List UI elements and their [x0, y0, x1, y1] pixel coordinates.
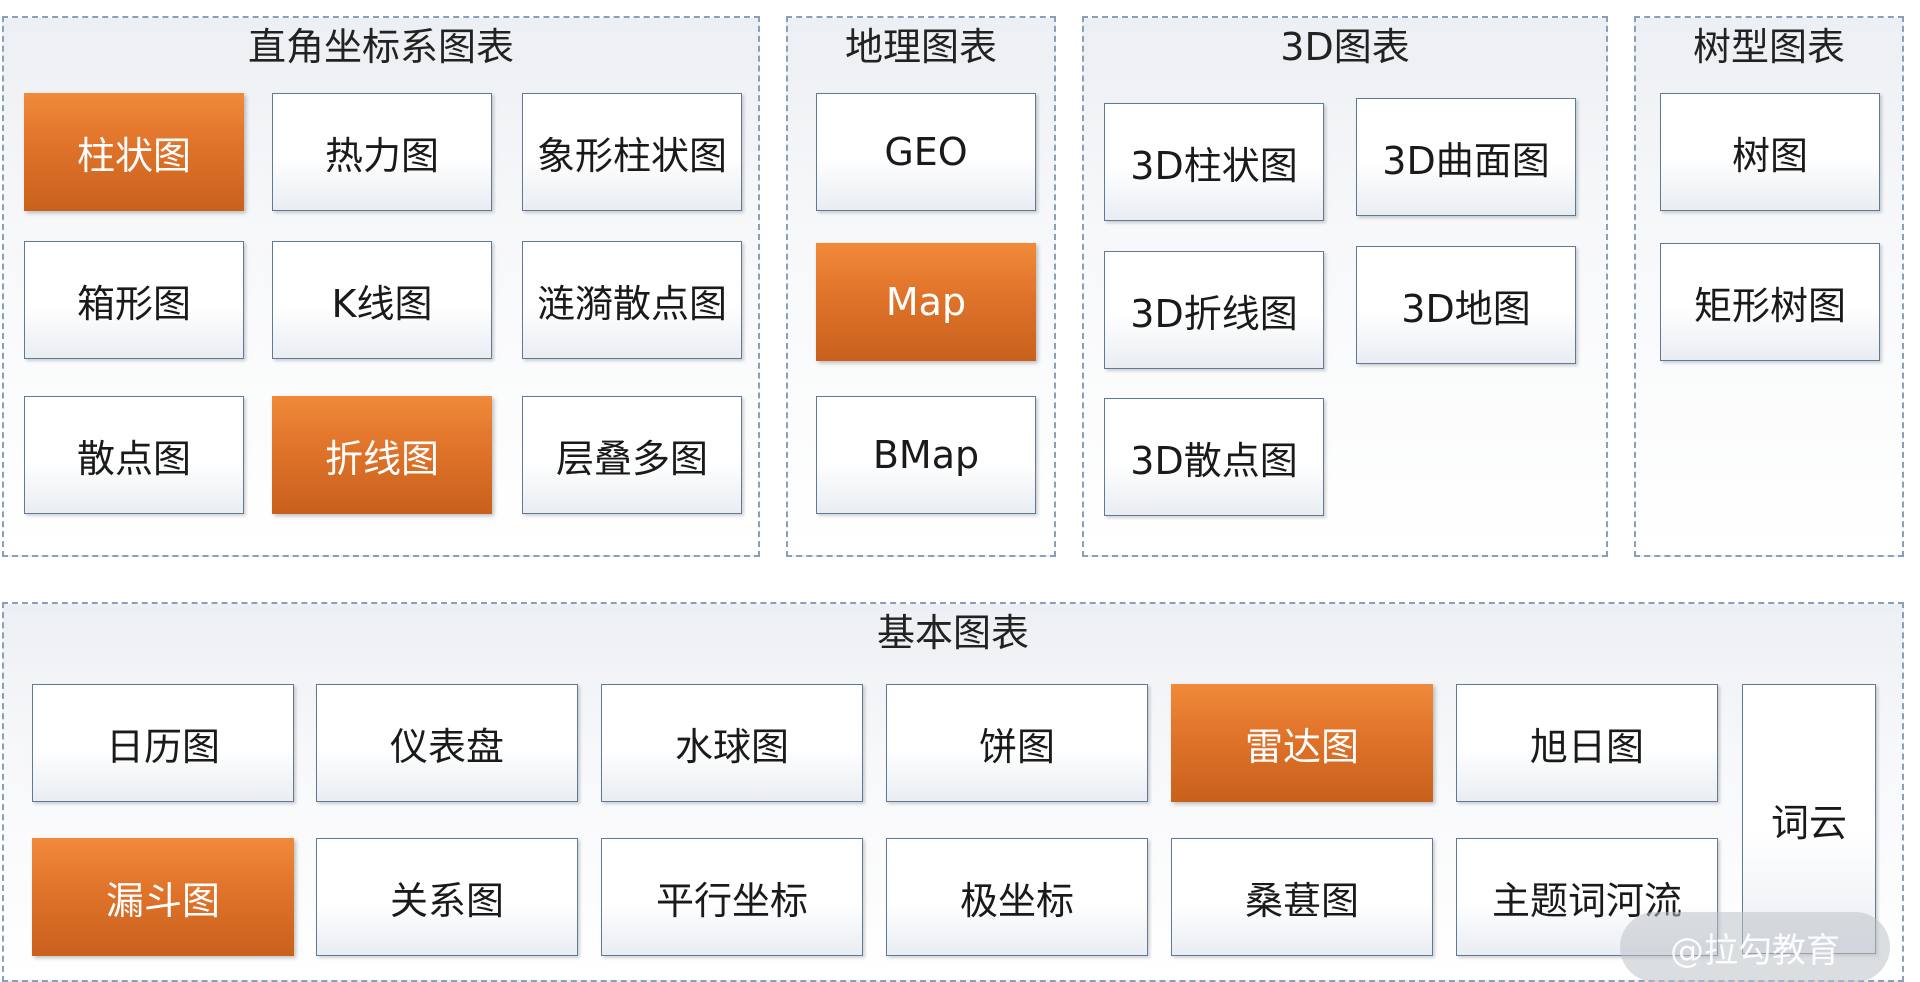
- item-label: 极坐标: [959, 878, 1074, 923]
- item-label: 象形柱状图: [536, 133, 727, 178]
- group-title-basic: 基本图表: [876, 611, 1029, 655]
- item-sunburst[interactable]: 旭日图: [1456, 684, 1718, 802]
- item-pie[interactable]: 饼图: [886, 684, 1148, 802]
- item-label: 仪表盘: [389, 724, 504, 769]
- watermark: @拉勾教育: [1620, 912, 1890, 982]
- item-label: GEO: [884, 130, 968, 174]
- item-label: 树图: [1731, 133, 1808, 178]
- item-label: BMap: [872, 433, 980, 477]
- group-title-geo: 地理图表: [844, 25, 997, 69]
- group-tree: 树型图表 树图 矩形树图: [1634, 16, 1904, 557]
- item-gauge[interactable]: 仪表盘: [316, 684, 578, 802]
- item-graph[interactable]: 关系图: [316, 838, 578, 956]
- group-title-3d: 3D图表: [1280, 25, 1410, 69]
- item-calendar[interactable]: 日历图: [32, 684, 294, 802]
- item-treemap[interactable]: 矩形树图: [1660, 243, 1880, 361]
- item-geo[interactable]: GEO: [816, 93, 1036, 211]
- group-basic: 基本图表 日历图 仪表盘 水球图 饼图 雷达图 旭日图 词云 漏斗图 关系图 平…: [2, 602, 1904, 982]
- item-label: 柱状图: [76, 133, 191, 178]
- item-label: 旭日图: [1529, 724, 1644, 769]
- item-effect-scatter[interactable]: 涟漪散点图: [522, 241, 742, 359]
- item-boxplot[interactable]: 箱形图: [24, 241, 244, 359]
- item-tree[interactable]: 树图: [1660, 93, 1880, 211]
- item-label: 涟漪散点图: [536, 281, 727, 326]
- item-bar3d[interactable]: 3D柱状图: [1104, 103, 1324, 221]
- item-label: Map: [885, 280, 967, 324]
- item-label: 3D曲面图: [1382, 138, 1550, 183]
- item-label: 热力图: [324, 133, 439, 178]
- item-label: 3D柱状图: [1130, 143, 1298, 188]
- item-parallel[interactable]: 平行坐标: [601, 838, 863, 956]
- item-label: 词云: [1770, 800, 1847, 845]
- item-scatter[interactable]: 散点图: [24, 396, 244, 514]
- item-label: 矩形树图: [1693, 283, 1846, 328]
- item-overlap[interactable]: 层叠多图: [522, 396, 742, 514]
- item-sankey[interactable]: 桑葚图: [1171, 838, 1433, 956]
- item-label: K线图: [331, 281, 433, 326]
- item-bmap[interactable]: BMap: [816, 396, 1036, 514]
- item-line3d[interactable]: 3D折线图: [1104, 251, 1324, 369]
- item-polar[interactable]: 极坐标: [886, 838, 1148, 956]
- item-candlestick[interactable]: K线图: [272, 241, 492, 359]
- item-label: 漏斗图: [105, 878, 220, 923]
- item-label: 折线图: [324, 436, 439, 481]
- group-3d: 3D图表 3D柱状图 3D曲面图 3D折线图 3D地图 3D散点图: [1082, 16, 1608, 557]
- item-label: 饼图: [978, 724, 1055, 769]
- item-label: 日历图: [105, 724, 220, 769]
- item-label: 箱形图: [76, 281, 191, 326]
- item-scatter3d[interactable]: 3D散点图: [1104, 398, 1324, 516]
- item-label: 3D散点图: [1130, 438, 1298, 483]
- item-label: 层叠多图: [555, 436, 708, 481]
- item-bar[interactable]: 柱状图: [24, 93, 244, 211]
- group-cartesian: 直角坐标系图表 柱状图 热力图 象形柱状图 箱形图 K线图 涟漪散点图 散点图 …: [2, 16, 760, 557]
- item-label: 平行坐标: [655, 878, 808, 923]
- item-liquidfill[interactable]: 水球图: [601, 684, 863, 802]
- item-line[interactable]: 折线图: [272, 396, 492, 514]
- item-label: 桑葚图: [1244, 878, 1359, 923]
- item-label: 3D折线图: [1130, 291, 1298, 336]
- item-label: 关系图: [389, 878, 504, 923]
- item-funnel[interactable]: 漏斗图: [32, 838, 294, 956]
- item-surface3d[interactable]: 3D曲面图: [1356, 98, 1576, 216]
- item-label: 水球图: [674, 724, 789, 769]
- item-label: 3D地图: [1401, 286, 1531, 331]
- item-pictorial-bar[interactable]: 象形柱状图: [522, 93, 742, 211]
- item-radar[interactable]: 雷达图: [1171, 684, 1433, 802]
- item-map[interactable]: Map: [816, 243, 1036, 361]
- group-title-tree: 树型图表: [1692, 25, 1845, 69]
- item-label: 雷达图: [1244, 724, 1359, 769]
- group-geo: 地理图表 GEO Map BMap: [786, 16, 1056, 557]
- item-heatmap[interactable]: 热力图: [272, 93, 492, 211]
- item-label: 散点图: [76, 436, 191, 481]
- item-map3d[interactable]: 3D地图: [1356, 246, 1576, 364]
- group-title-cartesian: 直角坐标系图表: [247, 25, 514, 69]
